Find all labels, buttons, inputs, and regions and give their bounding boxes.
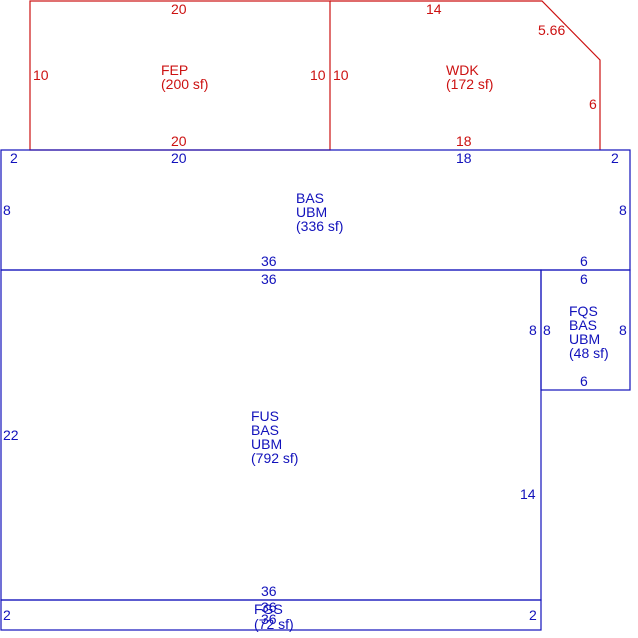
area-fus[interactable]: FUS BAS UBM (792 sf) 36 22 14 36	[0, 269, 542, 601]
bas-dim-left: 8	[3, 202, 11, 218]
wdk-dim-bottom: 18	[456, 133, 472, 149]
fgs-area: (72 sf)	[254, 616, 294, 632]
bas-dim-top-left-corner: 2	[10, 150, 18, 166]
bas-dim-right: 8	[619, 202, 627, 218]
fus-name: FUS	[251, 408, 279, 424]
fep-name: FEP	[161, 62, 188, 78]
bas-dim-bottom-b: 6	[580, 253, 588, 269]
fqs-dim-left: 8	[543, 322, 551, 338]
fqs-sub-1: BAS	[569, 317, 597, 333]
area-bas[interactable]: BAS UBM (336 sf) 2 20 18 2 8 8 36 6	[0, 149, 631, 271]
fus-area: (792 sf)	[251, 450, 298, 466]
fgs-name: FGS	[254, 601, 283, 617]
fqs-dim-left-inner: 8	[529, 322, 537, 338]
fus-dim-right: 14	[520, 486, 536, 502]
area-fgs[interactable]: 36 36 FGS (72 sf) 2 2	[0, 599, 542, 632]
wdk-dim-right: 6	[589, 96, 597, 112]
area-fep[interactable]: FEP (200 sf) 20 20 10 10	[29, 0, 331, 151]
fgs-outline	[0, 599, 542, 631]
fus-sub-1: BAS	[251, 422, 279, 438]
fep-area: (200 sf)	[161, 76, 208, 92]
wdk-dim-left: 10	[333, 67, 349, 83]
fep-dim-right: 10	[310, 67, 326, 83]
fqs-dim-bottom: 6	[580, 373, 588, 389]
fus-dim-top: 36	[261, 271, 277, 287]
area-wdk[interactable]: WDK (172 sf) 14 5.66 6 10 18	[330, 0, 601, 150]
fqs-dim-top: 6	[580, 271, 588, 287]
fgs-dim-right: 2	[529, 607, 537, 623]
wdk-dim-diagonal: 5.66	[538, 22, 565, 38]
fep-dim-top: 20	[171, 1, 187, 17]
bas-dim-top-right-corner: 2	[611, 150, 619, 166]
bas-name: BAS	[296, 190, 324, 206]
area-fqs[interactable]: FQS BAS UBM (48 sf) 6 8 8 8 6	[529, 269, 631, 391]
fqs-name: FQS	[569, 303, 598, 319]
fep-dim-left: 10	[33, 67, 49, 83]
wdk-area: (172 sf)	[446, 76, 493, 92]
fgs-dim-overlap-b: 36	[261, 611, 277, 627]
fus-dim-bottom: 36	[261, 583, 277, 599]
wdk-name: WDK	[446, 62, 479, 78]
bas-dim-bottom-a: 36	[261, 253, 277, 269]
bas-sub: UBM	[296, 204, 327, 220]
fqs-dim-right: 8	[619, 322, 627, 338]
fus-dim-left: 22	[3, 427, 19, 443]
bas-dim-top-b: 18	[456, 150, 472, 166]
fgs-dim-left: 2	[3, 607, 11, 623]
wdk-outline	[330, 0, 601, 150]
bas-dim-top-a: 20	[171, 150, 187, 166]
fqs-area: (48 sf)	[569, 345, 609, 361]
fgs-dim-overlap-a: 36	[261, 599, 277, 615]
wdk-dim-top: 14	[426, 1, 442, 17]
fqs-sub-2: UBM	[569, 331, 600, 347]
fus-sub-2: UBM	[251, 436, 282, 452]
fep-dim-bottom: 20	[171, 133, 187, 149]
bas-area: (336 sf)	[296, 218, 343, 234]
